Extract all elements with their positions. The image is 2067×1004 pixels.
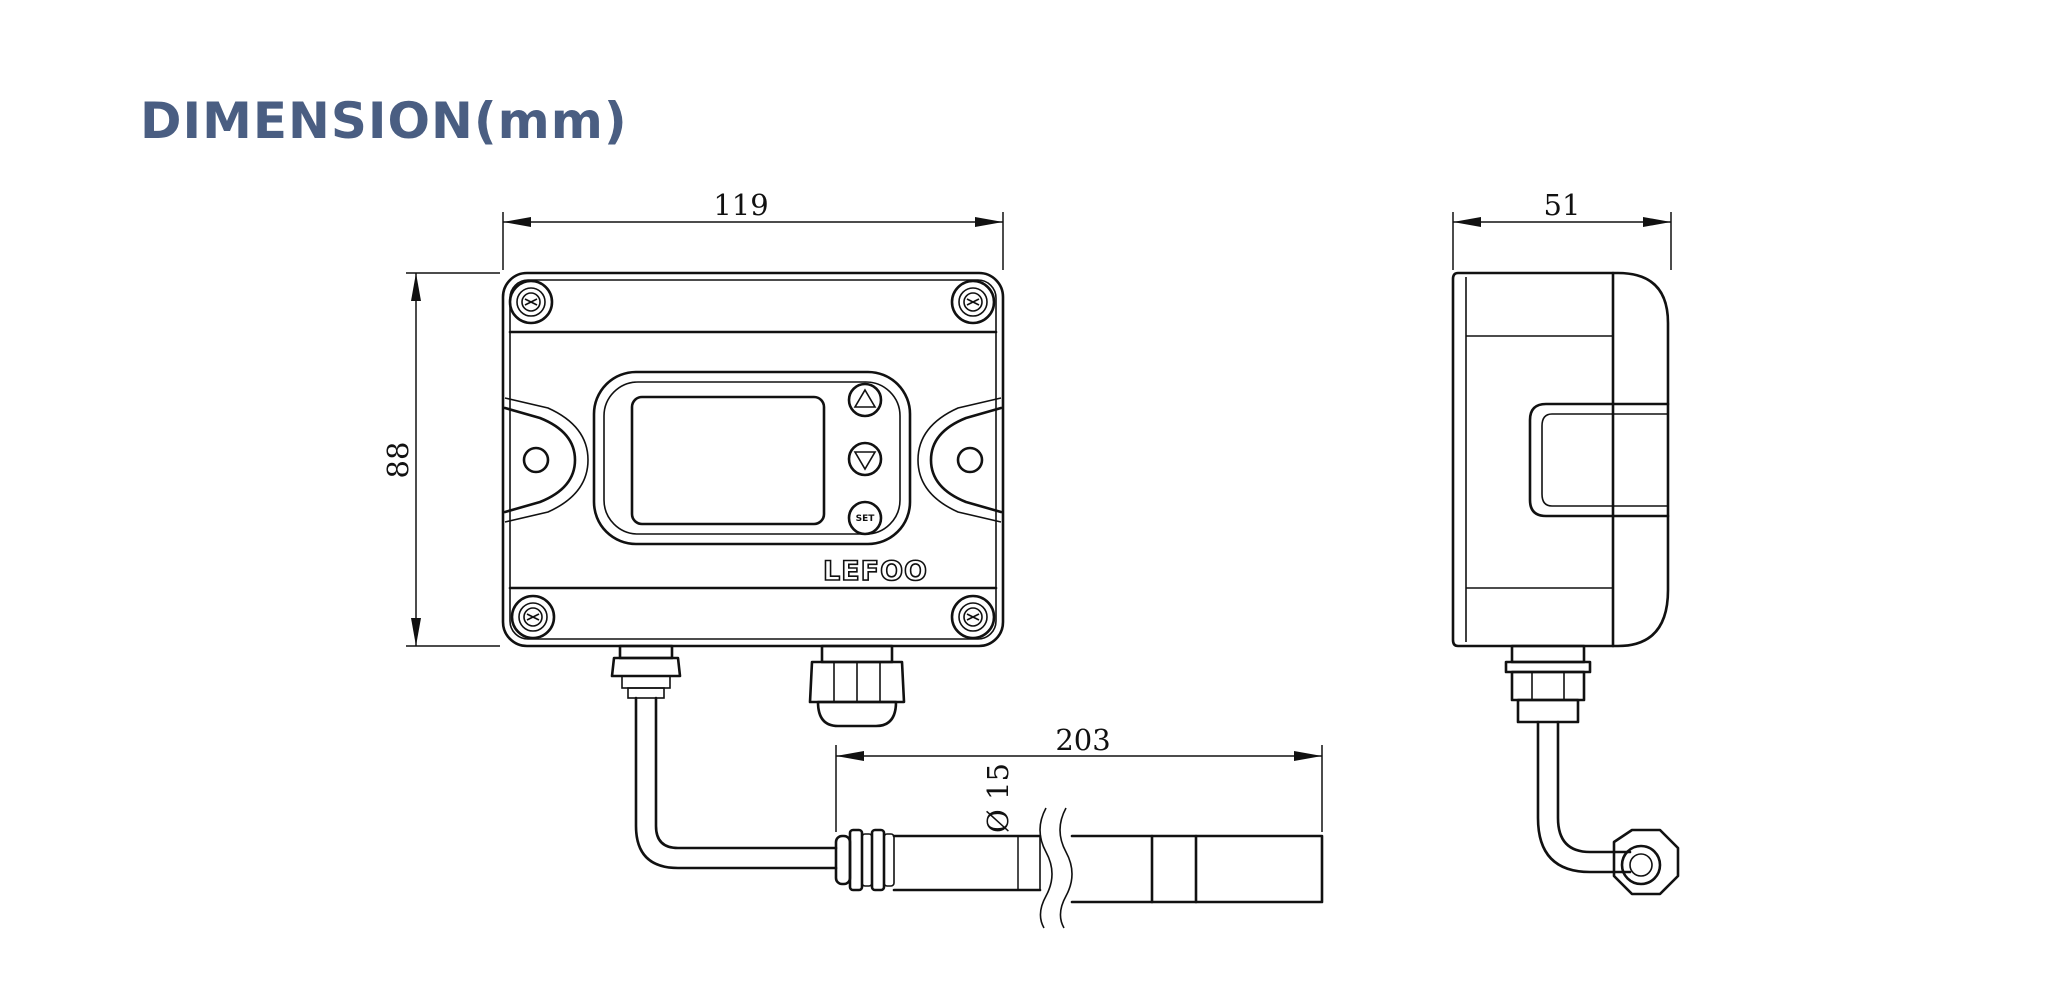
left-mounting-lug: [503, 406, 577, 514]
right-mounting-lug: [929, 406, 1003, 514]
svg-text:203: 203: [1055, 723, 1110, 757]
svg-text:SET: SET: [856, 514, 876, 524]
probe-connector: [834, 828, 895, 892]
side-probe-end: [1612, 828, 1680, 896]
dimension-probe-diameter: Ø 15: [981, 763, 1019, 890]
page-title: DIMENSION(mm): [140, 92, 628, 150]
probe-cable: [634, 696, 838, 870]
svg-text:51: 51: [1544, 188, 1581, 222]
lcd-screen: [630, 395, 826, 526]
side-cable-gland: [1504, 644, 1592, 724]
screw-icon: [508, 279, 554, 325]
dimension-probe-length: 203: [835, 723, 1323, 832]
up-button: [847, 382, 883, 418]
dimension-width: 119: [502, 188, 1004, 270]
side-view: 51: [1451, 188, 1680, 896]
side-mounting-lug: [1528, 402, 1670, 518]
right-mounting-hole: [956, 446, 984, 474]
down-button: [847, 441, 883, 477]
set-button: SET: [847, 500, 883, 536]
dimension-height: 88: [381, 272, 500, 647]
screw-icon: [510, 594, 556, 640]
left-mounting-hole: [522, 446, 550, 474]
display-bezel: [592, 370, 912, 546]
svg-text:119: 119: [713, 188, 768, 222]
probe-tube: [892, 807, 1324, 929]
svg-text:88: 88: [381, 442, 415, 479]
screw-icon: [950, 594, 996, 640]
side-enclosure-outline: [1451, 271, 1670, 648]
front-view: SET LEFOO: [381, 188, 1324, 929]
side-probe-cable: [1536, 720, 1632, 874]
enclosure-outline: [501, 271, 1005, 648]
right-cable-gland: [808, 644, 906, 728]
left-cable-gland: [610, 644, 682, 699]
screw-icon: [950, 279, 996, 325]
brand-logo: LEFOO: [823, 556, 928, 587]
dimension-depth: 51: [1452, 188, 1672, 270]
svg-text:Ø 15: Ø 15: [981, 763, 1015, 833]
